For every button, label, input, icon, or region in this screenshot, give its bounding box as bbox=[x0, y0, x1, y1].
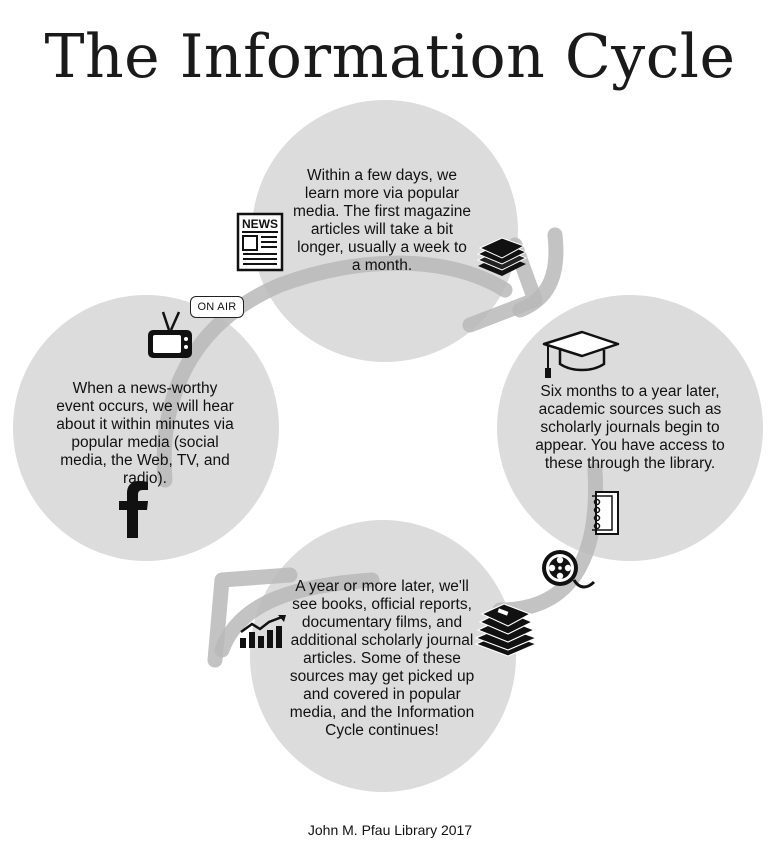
newspaper-icon: NEWS bbox=[236, 212, 284, 272]
stage-circle-right bbox=[497, 295, 763, 561]
magazines-icon bbox=[476, 237, 528, 276]
arrowhead-bottom-left bbox=[207, 567, 298, 668]
stage-text-left: When a news-worthy event occurs, we will… bbox=[56, 380, 234, 487]
film-reel-icon bbox=[542, 550, 596, 589]
page-title: The Information Cycle bbox=[44, 22, 736, 92]
books-icon bbox=[474, 603, 538, 657]
arrow-left-to-top bbox=[156, 255, 513, 488]
chart-icon bbox=[240, 615, 286, 648]
footer-credit: John M. Pfau Library 2017 bbox=[307, 822, 473, 838]
stage-text-top: Within a few days, we learn more via pop… bbox=[292, 167, 472, 274]
newspaper-label: NEWS bbox=[242, 217, 278, 231]
tv-icon bbox=[148, 311, 192, 358]
stage-text-bottom: A year or more later, we'll see books, o… bbox=[289, 578, 475, 739]
stage-circle-bottom bbox=[250, 520, 516, 792]
arrow-bottom-to-left bbox=[214, 572, 380, 658]
journal-icon bbox=[592, 491, 619, 535]
facebook-icon bbox=[119, 481, 148, 538]
stage-circle-left bbox=[13, 295, 279, 561]
graduation-cap-icon bbox=[542, 330, 620, 378]
on-air-icon: ON AIR bbox=[190, 296, 244, 318]
stage-text-right: Six months to a year later, academic sou… bbox=[535, 383, 725, 472]
